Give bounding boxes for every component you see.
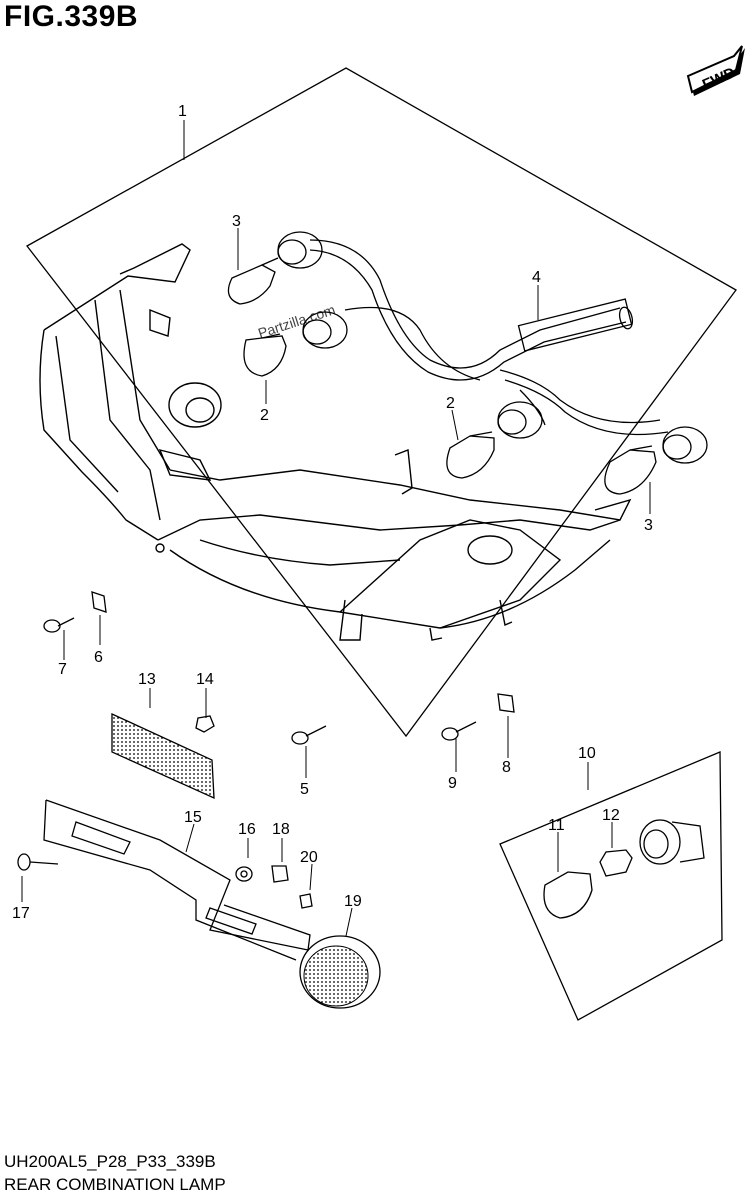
fasteners <box>17 591 515 909</box>
callout-2b: 2 <box>446 395 455 412</box>
callout-17: 17 <box>12 905 30 922</box>
callout-15: 15 <box>184 809 202 826</box>
callout-9: 9 <box>448 775 457 792</box>
leader-lines <box>21 120 651 937</box>
callout-13: 13 <box>138 671 156 688</box>
reflector-13 <box>111 712 215 800</box>
bracket-15 <box>43 799 311 961</box>
callout-4: 4 <box>532 269 541 286</box>
lamp-housing <box>39 243 632 641</box>
callout-2a: 2 <box>260 407 269 424</box>
callout-10: 10 <box>578 745 596 762</box>
reflector-19 <box>299 935 381 1009</box>
callout-14: 14 <box>196 671 214 688</box>
figure-title: FIG.339B <box>4 0 139 33</box>
callout-16: 16 <box>238 821 256 838</box>
callout-20: 20 <box>300 849 318 866</box>
bulb-kit-parts <box>543 819 705 919</box>
callout-3b: 3 <box>644 517 653 534</box>
diagram-name: REAR COMBINATION LAMP <box>4 1175 226 1194</box>
callout-18: 18 <box>272 821 290 838</box>
callout-12: 12 <box>602 807 620 824</box>
callout-3a: 3 <box>232 213 241 230</box>
callout-8: 8 <box>502 759 511 776</box>
assembly-outline <box>26 67 737 738</box>
bulb-icon-group <box>227 257 657 495</box>
fwd-arrow-icon: FWD <box>686 45 745 96</box>
callout-19: 19 <box>344 893 362 910</box>
callout-1: 1 <box>178 103 187 120</box>
bulb-kit-outline <box>499 751 723 1021</box>
callout-5: 5 <box>300 781 309 798</box>
callout-6: 6 <box>94 649 103 666</box>
bulb-sockets <box>277 231 708 464</box>
callout-7: 7 <box>58 661 67 678</box>
callout-11: 11 <box>548 817 565 834</box>
wire-harness <box>309 239 669 436</box>
diagram-code: UH200AL5_P28_P33_339B <box>4 1152 216 1171</box>
